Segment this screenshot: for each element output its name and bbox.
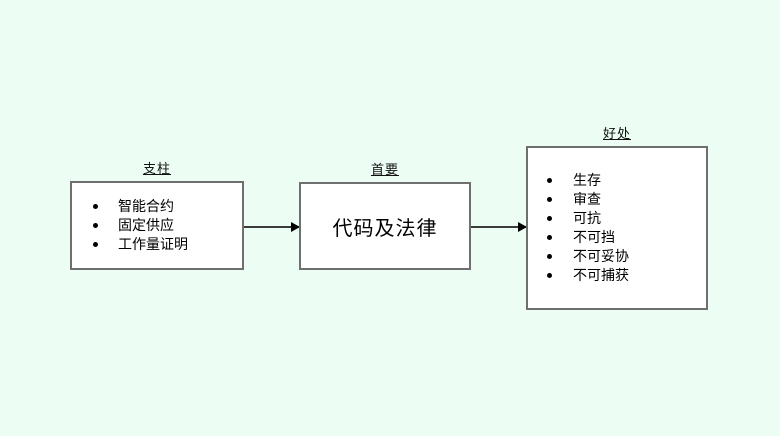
list-item: 固定供应 bbox=[93, 216, 242, 235]
node-pillars-label: 支柱 bbox=[142, 161, 171, 176]
list-item-label: 生存 bbox=[573, 172, 601, 188]
bullet-icon bbox=[547, 178, 552, 183]
list-item-label: 工作量证明 bbox=[118, 236, 188, 252]
list-item-label: 不可妥协 bbox=[573, 248, 629, 264]
node-pillars: 支柱 智能合约 固定供应 工作量证明 bbox=[70, 160, 244, 270]
list-item: 不可挡 bbox=[547, 228, 706, 247]
bullet-icon bbox=[547, 197, 552, 202]
list-item: 可抗 bbox=[547, 209, 706, 228]
node-benefits: 好处 生存 审查 可抗 不可挡 不可妥协 bbox=[526, 125, 708, 310]
bullet-icon bbox=[547, 216, 552, 221]
bullet-icon bbox=[93, 242, 98, 247]
node-benefits-box: 生存 审查 可抗 不可挡 不可妥协 不可捕获 bbox=[526, 146, 708, 310]
list-item-label: 固定供应 bbox=[118, 217, 174, 233]
node-primary-box: 代码及法律 bbox=[299, 182, 471, 270]
list-item: 审查 bbox=[547, 190, 706, 209]
list-item-label: 可抗 bbox=[573, 210, 601, 226]
list-item-label: 审查 bbox=[573, 191, 601, 207]
list-item-label: 不可挡 bbox=[573, 229, 615, 245]
list-item: 生存 bbox=[547, 171, 706, 190]
bullet-icon bbox=[547, 254, 552, 259]
node-primary: 首要 代码及法律 bbox=[299, 161, 471, 270]
bullet-icon bbox=[547, 273, 552, 278]
bullet-icon bbox=[93, 223, 98, 228]
bullet-icon bbox=[547, 235, 552, 240]
list-item: 智能合约 bbox=[93, 197, 242, 216]
node-primary-label: 首要 bbox=[370, 162, 399, 177]
list-item-label: 不可捕获 bbox=[573, 267, 629, 283]
arrow-primary-to-benefits bbox=[471, 222, 527, 232]
node-benefits-label: 好处 bbox=[602, 126, 631, 141]
bullet-icon bbox=[93, 204, 98, 209]
list-item: 不可捕获 bbox=[547, 266, 706, 285]
node-primary-text: 代码及法律 bbox=[332, 217, 438, 240]
list-item: 工作量证明 bbox=[93, 235, 242, 254]
arrow-pillars-to-primary bbox=[244, 222, 300, 232]
list-item-label: 智能合约 bbox=[118, 198, 174, 214]
node-pillars-box: 智能合约 固定供应 工作量证明 bbox=[70, 181, 244, 270]
list-item: 不可妥协 bbox=[547, 247, 706, 266]
